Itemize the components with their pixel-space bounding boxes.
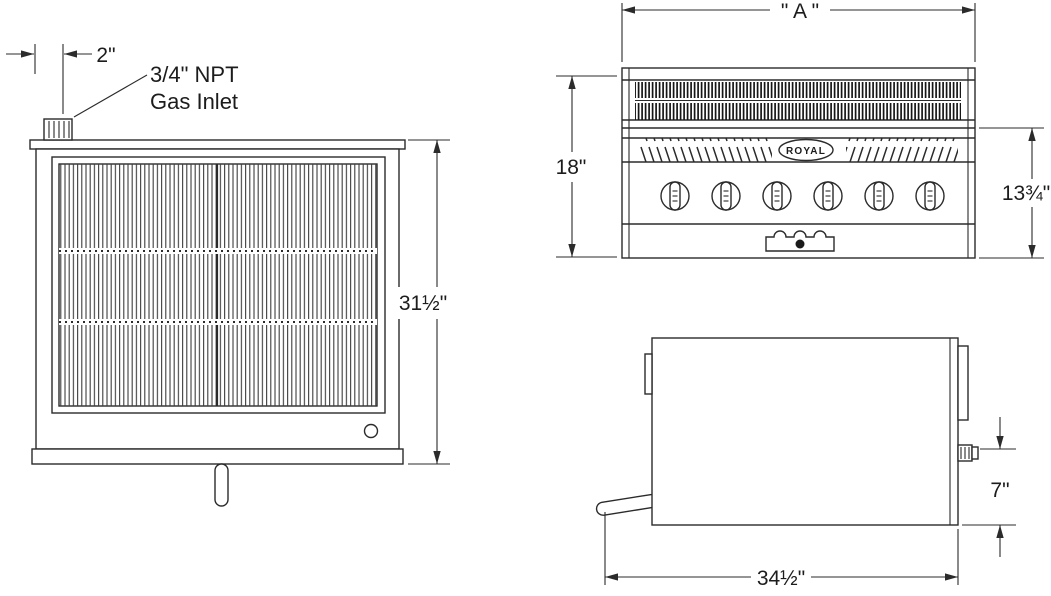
dim-gas-inlet-offset: 2" bbox=[6, 44, 116, 114]
hatch-right bbox=[846, 138, 958, 162]
dim-gas-valve-height: 7" bbox=[962, 417, 1016, 557]
front-handle-top bbox=[214, 463, 229, 507]
back-splash bbox=[957, 345, 969, 421]
ignition-button bbox=[363, 423, 379, 439]
control-panel: ROYAL bbox=[640, 138, 958, 162]
burner-knob bbox=[762, 181, 792, 211]
dim-side-depth: 34½" bbox=[604, 512, 959, 591]
dim-front-panel-height: 13¾" bbox=[979, 127, 1051, 259]
burner-knob bbox=[813, 181, 843, 211]
front-view: ROYAL " A " bbox=[545, 0, 1051, 259]
side-view: 7" 34½" bbox=[595, 337, 1016, 591]
top-rim bbox=[29, 139, 406, 150]
front-grate-teeth bbox=[635, 82, 961, 120]
gas-inlet-callout: 3/4" NPT Gas Inlet bbox=[73, 62, 239, 118]
callout-line-2: Gas Inlet bbox=[150, 89, 238, 114]
dim-label-panel-height: 13¾" bbox=[1002, 182, 1050, 205]
hatch-left bbox=[640, 138, 772, 162]
brand-label: ROYAL bbox=[786, 146, 826, 157]
dim-overall-height: 18" bbox=[545, 75, 617, 258]
brand-logo: ROYAL bbox=[778, 138, 834, 162]
burner-knob bbox=[864, 181, 894, 211]
side-body bbox=[651, 337, 959, 526]
dim-label-depth: 31½" bbox=[399, 292, 447, 315]
side-step bbox=[644, 353, 653, 395]
gas-inlet bbox=[43, 118, 73, 141]
top-base bbox=[31, 448, 404, 465]
gas-valve bbox=[957, 444, 979, 462]
dim-label-side-depth: 34½" bbox=[757, 567, 805, 590]
burner-knob bbox=[711, 181, 741, 211]
top-view: 2" 3/4" NPT Gas Inlet 31½" bbox=[6, 44, 452, 507]
burner-knob bbox=[660, 181, 690, 211]
grate-surface bbox=[51, 156, 386, 414]
dim-label-gas-height: 7" bbox=[990, 479, 1009, 502]
dim-label-height: 18" bbox=[556, 156, 587, 179]
pilot-assembly bbox=[765, 230, 835, 252]
burner-knob bbox=[915, 181, 945, 211]
callout-line-1: 3/4" NPT bbox=[150, 62, 239, 87]
dim-label-gas-offset: 2" bbox=[96, 44, 115, 67]
dim-overall-depth: 31½" bbox=[396, 139, 452, 465]
dim-overall-width: " A " bbox=[621, 0, 976, 62]
dim-label-width: " A " bbox=[781, 0, 819, 23]
